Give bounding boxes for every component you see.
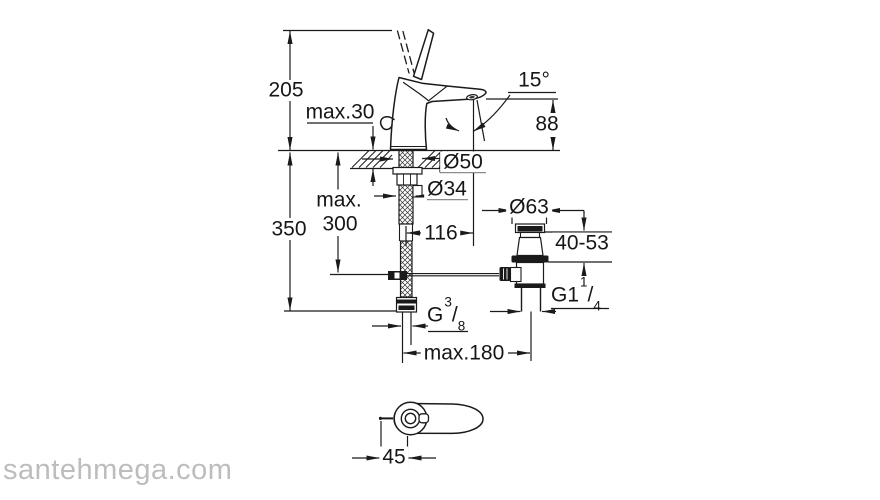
thread-denominator: 8 xyxy=(457,318,466,334)
dim-spout-reach: 116 xyxy=(421,222,461,244)
rod-knob xyxy=(499,267,511,281)
dim-hole-diameter: Ø34 xyxy=(424,178,470,200)
angle-arc-small xyxy=(445,117,460,132)
waste-upper-body xyxy=(516,236,544,257)
mounting-nut xyxy=(396,173,418,186)
dim-total-below: 350 xyxy=(268,218,310,240)
handle-top-view xyxy=(378,401,484,436)
dim-basin-range: 40-53 xyxy=(552,232,612,254)
dim-max-deck: max.30 xyxy=(305,100,375,124)
thread-denominator: 4 xyxy=(593,298,601,314)
body-crease xyxy=(402,81,430,102)
lever-alt-position-dashed xyxy=(396,30,410,74)
watermark: santehmega.com xyxy=(3,454,233,486)
dim-overall-height: 205 xyxy=(268,78,304,102)
dim-handle-offset: 45 xyxy=(379,446,409,468)
joystick-pin xyxy=(418,413,430,424)
drain-valve-side-view xyxy=(499,223,549,361)
faucet-body xyxy=(389,76,487,151)
rod-socket xyxy=(509,266,522,283)
thread-prefix: G1 xyxy=(551,283,580,307)
rod-guide-fitting xyxy=(412,184,423,198)
mounting-washer xyxy=(392,166,423,175)
dim-waste-thread: G11/4 xyxy=(551,275,601,313)
dim-spout-angle: 15° xyxy=(518,68,550,92)
waste-seal-flange xyxy=(511,255,549,263)
dim-base-diameter: Ø50 xyxy=(440,151,486,173)
dim-spread-max: max.180 xyxy=(420,342,508,364)
dimension-lines xyxy=(287,30,587,461)
mounting-shank-and-hose xyxy=(330,149,499,345)
joystick-lever xyxy=(412,28,435,81)
faucet-side-view xyxy=(379,28,487,151)
threaded-shank xyxy=(398,149,414,225)
stream-angle-line xyxy=(476,99,486,142)
dim-max-hose-word: max. xyxy=(313,189,365,211)
thread-prefix: G xyxy=(427,303,444,327)
flexible-hose xyxy=(399,240,413,298)
dim-spout-height: 88 xyxy=(532,113,562,135)
dim-supply-thread: G3/8 xyxy=(427,295,465,333)
thread-slash: / xyxy=(587,283,594,307)
dim-max-hose-value: 300 xyxy=(319,213,361,235)
thread-slash: / xyxy=(451,303,458,327)
pop-up-knob-curl xyxy=(379,115,395,131)
dim-waste-diameter: Ø63 xyxy=(506,196,552,218)
thread-numerator: 1 xyxy=(580,274,588,290)
angle-arc xyxy=(472,94,511,133)
thread-numerator: 3 xyxy=(444,294,452,310)
